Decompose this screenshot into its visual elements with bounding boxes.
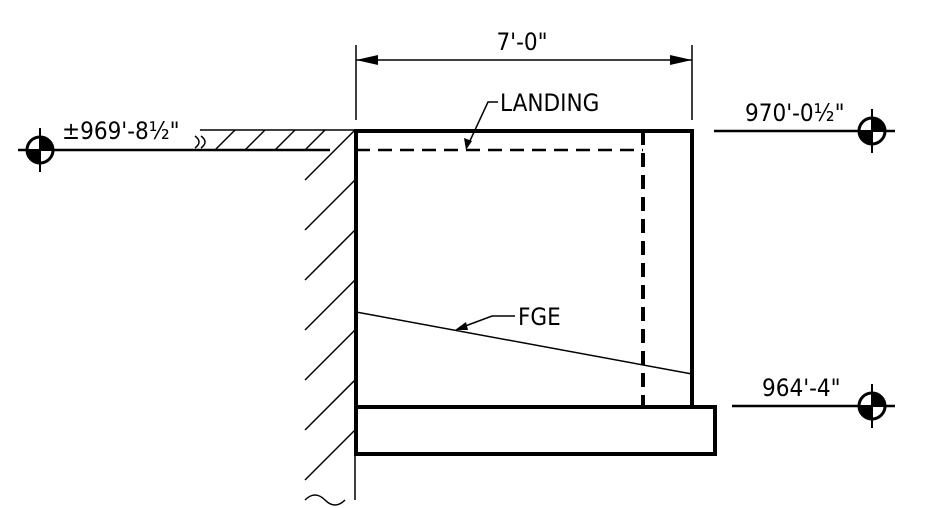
elevation-target-icon [850, 109, 894, 153]
dimension-arrow-right [670, 55, 692, 65]
fge-leader-line [459, 315, 515, 329]
landing-leader-line [467, 101, 498, 146]
landing-label: LANDING [500, 89, 599, 117]
landing-structure [354, 129, 717, 456]
left-grade: ±969'-8½" [18, 117, 356, 152]
left-grade-elevation-label: ±969'-8½" [62, 117, 180, 145]
fge-leader: FGE [455, 303, 561, 331]
bottom-elevation-label: 964'-4" [762, 374, 841, 402]
landing-leader-arrow [464, 138, 472, 150]
fge-leader-arrow [455, 322, 468, 330]
grade-hatching [200, 129, 356, 151]
width-dimension-label: 7'-0" [496, 28, 547, 56]
elevation-target-icon [18, 128, 62, 172]
top-elevation-label: 970'-0½" [745, 99, 845, 127]
grade-break-symbol [194, 135, 206, 149]
earth-break-symbol [304, 494, 346, 506]
top-elevation: 970'-0½" [714, 99, 895, 133]
finished-grade-line [355, 311, 693, 375]
elevation-target-icon [850, 384, 894, 428]
landing-leader: LANDING [464, 89, 599, 150]
width-dimension: 7'-0" [355, 28, 693, 120]
footing [354, 405, 717, 456]
earth-hatching [304, 129, 356, 506]
dimension-arrow-left [356, 55, 378, 65]
fge-label: FGE [518, 303, 561, 331]
